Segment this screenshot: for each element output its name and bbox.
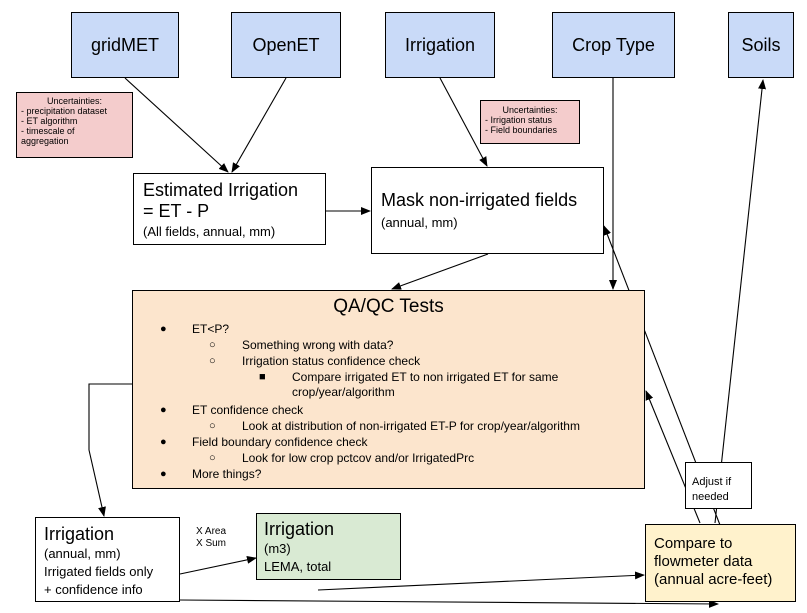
arrow-openet-to-estimated [231, 77, 287, 173]
adjust-if-needed-box: Adjust if needed [685, 462, 752, 509]
qaqc-tests-box: QA/QC Tests ● ET<P? ○ Something wrong wi… [132, 290, 645, 489]
mask-subtitle: (annual, mm) [381, 215, 458, 230]
bullet-dot: ● [160, 404, 167, 416]
note-line: aggregation [21, 136, 69, 146]
note-line: - timescale of [21, 126, 75, 136]
note-line: - Field boundaries [485, 125, 558, 135]
estimated-title-line1: Estimated Irrigation [143, 180, 299, 200]
note-title: Uncertainties: [502, 105, 558, 115]
source-irrigation: Irrigation [385, 12, 495, 78]
qaqc-item: Something wrong with data? [242, 338, 394, 352]
qaqc-item: crop/year/algorithm [292, 385, 395, 399]
arrow-gridmet-to-estimated [124, 77, 229, 173]
estimated-irrigation-box: Estimated Irrigation = ET - P (All field… [133, 173, 326, 245]
qaqc-item: Field boundary confidence check [192, 435, 368, 449]
source-openet: OpenET [231, 12, 341, 78]
bullet-dot: ● [160, 468, 167, 480]
bullet-dot: ● [160, 436, 167, 448]
note-title: Uncertainties: [46, 96, 103, 106]
qaqc-item: Irrigation status confidence check [242, 354, 421, 368]
bullet-circle: ○ [209, 420, 216, 432]
irrigation-m3-title: Irrigation [264, 519, 335, 539]
bullet-square: ■ [259, 371, 266, 383]
estimated-subtitle: (All fields, annual, mm) [143, 224, 276, 239]
source-gridmet: gridMET [71, 12, 179, 78]
conversion-label: X Area X Sum [196, 526, 227, 549]
note-line: - Irrigation status [485, 115, 553, 125]
irrigation-mm-title: Irrigation [44, 524, 115, 544]
qaqc-title: QA/QC Tests [333, 296, 444, 317]
uncertainty-note-left: Uncertainties: - precipitation dataset -… [16, 92, 133, 158]
qaqc-item: More things? [192, 467, 262, 481]
qaqc-item: ET<P? [192, 322, 230, 336]
arrow-compare-to-soils [714, 79, 767, 524]
arrow-irrmm-to-irrm3 [179, 555, 257, 575]
irrigation-mm-box: Irrigation (annual, mm) Irrigated fields… [35, 517, 180, 602]
note-line: - precipitation dataset [21, 106, 108, 116]
bullet-circle: ○ [209, 355, 216, 367]
source-crop-type: Crop Type [552, 12, 675, 78]
qaqc-item: ET confidence check [192, 403, 304, 417]
source-soils: Soils [728, 12, 794, 78]
mask-title: Mask non-irrigated fields [381, 190, 578, 210]
irrigation-m3-box: Irrigation (m3) LEMA, total [256, 513, 401, 580]
bullet-circle: ○ [209, 452, 216, 464]
qaqc-item: Look at distribution of non-irrigated ET… [242, 419, 580, 433]
bullet-circle: ○ [209, 339, 216, 351]
uncertainty-note-right: Uncertainties: - Irrigation status - Fie… [480, 100, 580, 144]
arrow-qaqc-to-irrigation-mm [88, 383, 132, 517]
arrow-mask-to-qaqc [391, 253, 489, 290]
estimated-title-line2: = ET - P [143, 201, 210, 221]
qaqc-item: Look for low crop pctcov and/or Irrigate… [242, 451, 475, 465]
qaqc-item: Compare irrigated ET to non irrigated ET… [292, 370, 559, 384]
note-line: - ET algorithm [21, 116, 78, 126]
bullet-dot: ● [160, 323, 167, 335]
compare-flowmeter-box: Compare to flowmeter data (annual acre-f… [645, 524, 796, 602]
arrow-irrmm-to-compare [179, 599, 719, 608]
mask-non-irrigated-box: Mask non-irrigated fields (annual, mm) [371, 167, 604, 254]
